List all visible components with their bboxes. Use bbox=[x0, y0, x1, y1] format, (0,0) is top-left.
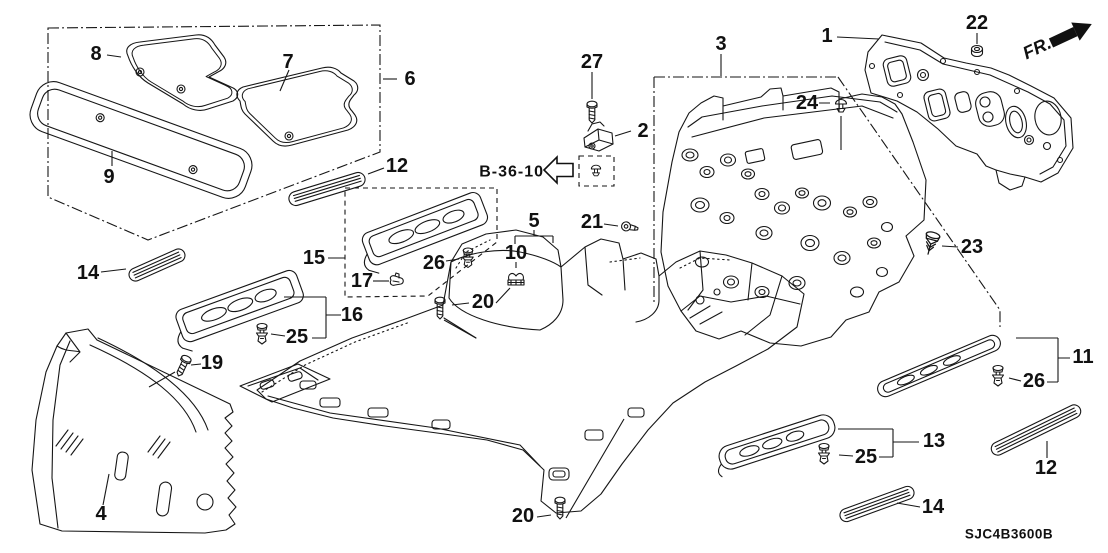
scuff-plate-16 bbox=[175, 269, 304, 352]
insulator-enclosure bbox=[653, 76, 1001, 327]
dashboard-insulator bbox=[660, 87, 927, 347]
scuff-plate-15 bbox=[361, 191, 489, 274]
clip-26-right-icon bbox=[991, 364, 1005, 387]
floor-mat-front-driver bbox=[126, 34, 239, 111]
floor-mat-set-enclosure bbox=[47, 24, 381, 241]
step-garnish-12-left bbox=[288, 171, 366, 207]
clip-21-icon bbox=[620, 220, 640, 234]
callout-14-right: 14 bbox=[922, 496, 945, 518]
fr-indicator: FR. bbox=[1020, 22, 1092, 63]
reference-clip-box bbox=[578, 155, 615, 187]
callout-4: 4 bbox=[95, 503, 107, 525]
callout-19: 19 bbox=[201, 352, 223, 374]
callout-27: 27 bbox=[581, 51, 603, 73]
callout-26-right: 26 bbox=[1023, 370, 1045, 392]
callout-1: 1 bbox=[821, 25, 832, 47]
callout-labels: 8 7 6 9 12 14 15 17 26 16 25 20 19 4 27 … bbox=[77, 12, 1094, 527]
part-2-bracket bbox=[583, 121, 614, 152]
clip-17-icon bbox=[389, 272, 404, 286]
callout-24: 24 bbox=[796, 92, 819, 114]
scuff-plate-13 bbox=[717, 414, 836, 478]
callout-22: 22 bbox=[966, 12, 988, 34]
clip-10-icon bbox=[507, 272, 525, 286]
reference-arrow-icon bbox=[542, 155, 574, 185]
callout-5: 5 bbox=[528, 210, 539, 232]
callout-26-left: 26 bbox=[423, 252, 445, 274]
dashboard-panel bbox=[864, 34, 1074, 191]
callout-16: 16 bbox=[341, 304, 363, 326]
screw-27-icon bbox=[586, 100, 598, 124]
callout-15: 15 bbox=[303, 247, 325, 269]
screw-19-icon bbox=[173, 353, 193, 379]
callout-14-left: 14 bbox=[77, 262, 100, 284]
floor-mat-front-passenger bbox=[236, 66, 359, 147]
carpet-front-bracket bbox=[239, 363, 331, 403]
rear-panel-lining bbox=[31, 328, 237, 534]
callout-6: 6 bbox=[404, 68, 415, 90]
callout-12-right: 12 bbox=[1035, 457, 1057, 479]
leader-lines bbox=[100, 33, 1070, 519]
reference-label: B-36-10 bbox=[479, 164, 544, 181]
sill-garnish-11 bbox=[877, 334, 1001, 398]
callout-13: 13 bbox=[923, 430, 945, 452]
callout-2: 2 bbox=[637, 120, 648, 142]
callout-10: 10 bbox=[505, 242, 527, 264]
fr-label: FR. bbox=[1020, 33, 1055, 63]
step-garnish-14-left bbox=[128, 248, 186, 282]
floor-carpet bbox=[256, 229, 805, 514]
screw-20-bottom-icon bbox=[554, 496, 566, 520]
callout-20-top: 20 bbox=[472, 291, 494, 313]
callout-12-left: 12 bbox=[386, 155, 408, 177]
floor-mat-rear bbox=[29, 81, 253, 199]
callout-20-bottom: 20 bbox=[512, 505, 534, 527]
step-garnish-14-right bbox=[839, 485, 915, 523]
callout-21: 21 bbox=[581, 211, 603, 233]
fr-arrow-icon bbox=[1048, 22, 1092, 48]
callout-25-right: 25 bbox=[855, 446, 877, 468]
reference-clip-icon bbox=[590, 164, 602, 177]
callout-3: 3 bbox=[715, 33, 726, 55]
clip-25-right-icon bbox=[817, 442, 831, 465]
clip-23-icon bbox=[920, 230, 942, 257]
callout-25-left: 25 bbox=[286, 326, 308, 348]
callout-8: 8 bbox=[90, 43, 101, 65]
callout-9: 9 bbox=[103, 166, 114, 188]
step-garnish-12-right bbox=[990, 404, 1082, 456]
callout-17: 17 bbox=[351, 270, 373, 292]
reference-block: B-36-10 bbox=[479, 155, 615, 187]
callout-23: 23 bbox=[961, 236, 983, 258]
callout-7: 7 bbox=[282, 51, 293, 73]
diagram-code: SJC4B3600B bbox=[965, 527, 1053, 542]
grommet-22-icon bbox=[970, 44, 984, 58]
callout-11: 11 bbox=[1072, 346, 1093, 368]
clip-24-icon bbox=[834, 98, 848, 113]
clip-25-left-icon bbox=[255, 322, 269, 345]
sill-garnish-enclosure bbox=[344, 187, 498, 298]
